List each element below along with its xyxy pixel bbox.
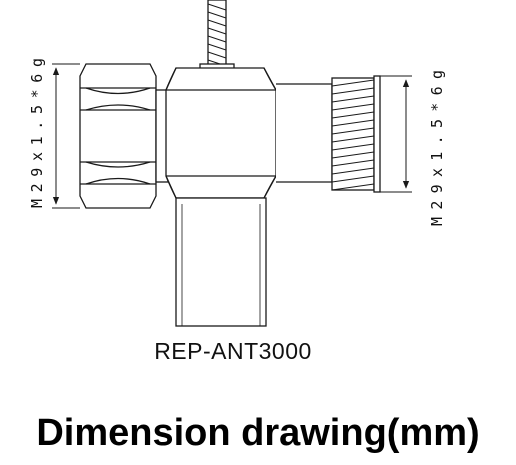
left-thread-label: M29x1.5*6g — [28, 58, 46, 208]
left-hex-nut — [79, 63, 157, 209]
right-neck — [276, 83, 333, 183]
cable — [207, 0, 227, 68]
drawing-caption: Dimension drawing(mm) — [36, 412, 480, 454]
center-body — [165, 67, 277, 199]
lower-tube — [175, 197, 267, 327]
model-label: REP-ANT3000 — [154, 338, 312, 364]
right-dimension-line — [380, 75, 412, 193]
right-thread — [331, 75, 381, 193]
right-thread-label: M29x1.5*6g — [428, 70, 446, 226]
left-dimension-line — [52, 63, 80, 209]
